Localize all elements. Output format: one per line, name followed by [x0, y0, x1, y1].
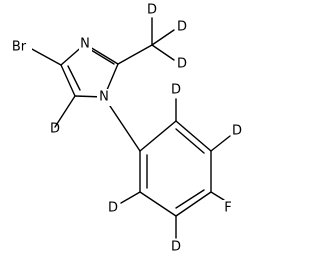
- bond-c5-c4-inner: [67, 65, 81, 91]
- atom-label-phenyl-d2: D: [171, 83, 181, 98]
- bond-ph-c6-d: [120, 191, 141, 204]
- atom-label-phenyl-d6: D: [108, 201, 118, 216]
- bond-ph-c5-c6: [139, 191, 177, 217]
- bond-ph-c2-c3: [175, 120, 212, 152]
- bond-ph-c4-c5-inner: [175, 189, 205, 209]
- atom-label-c5-d: D: [50, 122, 60, 137]
- bond-n3-c2-inner: [90, 49, 115, 65]
- bond-ph-c3-d: [210, 135, 231, 152]
- atom-label-phenyl-d5: D: [171, 240, 181, 255]
- atom-label-methyl-d1: D: [147, 3, 157, 18]
- atom-label-br: Br: [12, 40, 27, 55]
- bond-c4-br: [29, 47, 62, 66]
- bond-ph-c1-c2: [139, 120, 177, 152]
- bond-ph-c2-c3-inner: [175, 128, 205, 154]
- atom-label-f: F: [224, 201, 231, 216]
- atom-label-methyl-d2: D: [177, 20, 187, 35]
- atom-label-n3: N: [80, 37, 90, 52]
- atom-label-methyl-d3: D: [177, 57, 187, 72]
- bond-methyl-d2: [151, 29, 175, 46]
- bond-c5-c4-double: [60, 64, 76, 97]
- bond-methyl-d3: [151, 44, 175, 61]
- bond-c5-d: [54, 95, 76, 128]
- bond-ph-c4-f: [210, 191, 225, 201]
- atom-label-n1: N: [99, 90, 109, 105]
- bond-c2-methyl: [117, 44, 153, 65]
- bond-ph-c4-c5: [175, 191, 212, 217]
- chemical-structure: Br N N F D D D D D D D D: [11, 2, 243, 255]
- atom-label-phenyl-d3: D: [232, 124, 242, 139]
